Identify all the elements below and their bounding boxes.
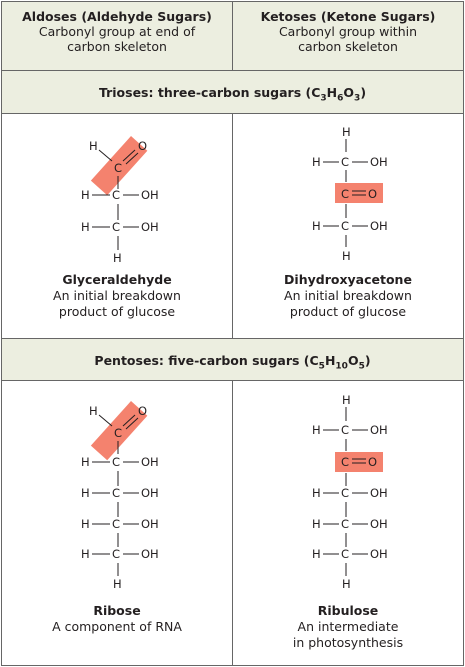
atom-c: C xyxy=(341,455,349,469)
aldoses-header: Aldoses (Aldehyde Sugars) Carbonyl group… xyxy=(1,1,233,71)
atom-c: C xyxy=(112,486,120,500)
trioses-band-label: Trioses: three-carbon sugars (C3H6O3) xyxy=(98,85,367,104)
ribulose-structure: H H C OH C O H C OH H C OH H xyxy=(312,393,388,591)
atom-oh: OH xyxy=(370,517,388,531)
atom-h: H xyxy=(312,486,321,500)
ketoses-subtitle: Carbonyl group within carbon skeleton xyxy=(278,24,418,54)
atom-c: C xyxy=(112,455,120,469)
ribose-cell: H C O H C OH H C OH H C OH H C xyxy=(1,380,233,666)
atom-o: O xyxy=(368,187,377,201)
atom-c: C xyxy=(112,547,120,561)
ribulose-cell: H H C OH C O H C OH H C OH H xyxy=(232,380,464,666)
atom-h: H xyxy=(89,139,98,153)
atom-c: C xyxy=(341,547,349,561)
ribose-name: Ribose xyxy=(93,603,141,618)
atom-h: H xyxy=(312,155,321,169)
carbonyl-highlight xyxy=(90,401,148,461)
atom-oh: OH xyxy=(370,155,388,169)
atom-h: H xyxy=(312,219,321,233)
atom-h: H xyxy=(81,547,90,561)
atom-oh: OH xyxy=(141,455,159,469)
atom-o: O xyxy=(368,455,377,469)
atom-h: H xyxy=(342,125,351,139)
atom-oh: OH xyxy=(370,486,388,500)
aldoses-subtitle: Carbonyl group at end of carbon skeleton xyxy=(38,24,196,54)
atom-h: H xyxy=(342,393,351,407)
ribulose-desc-1: An intermediate xyxy=(297,619,399,634)
atom-h: H xyxy=(312,517,321,531)
atom-c: C xyxy=(112,188,120,202)
aldoses-title: Aldoses (Aldehyde Sugars) xyxy=(22,9,212,24)
glyceraldehyde-desc-2: product of glucose xyxy=(58,304,176,319)
atom-c: C xyxy=(114,161,122,175)
dihydroxyacetone-label: Dihydroxyacetone An initial breakdown pr… xyxy=(233,272,463,320)
atom-h: H xyxy=(342,249,351,263)
atom-h: H xyxy=(89,404,98,418)
atom-h: H xyxy=(81,220,90,234)
atom-oh: OH xyxy=(370,219,388,233)
dihydroxyacetone-name: Dihydroxyacetone xyxy=(284,272,412,287)
atom-h: H xyxy=(81,455,90,469)
atom-c: C xyxy=(114,426,122,440)
atom-oh: OH xyxy=(141,517,159,531)
ribose-structure: H C O H C OH H C OH H C OH H C xyxy=(81,401,159,591)
atom-oh: OH xyxy=(141,547,159,561)
ribose-desc-1: A component of RNA xyxy=(52,619,182,634)
atom-h: H xyxy=(312,423,321,437)
dihydroxyacetone-desc-2: product of glucose xyxy=(289,304,407,319)
dihydroxyacetone-cell: H H C OH C O H C OH H Dihydroxyacetone A… xyxy=(232,113,464,339)
ribulose-name: Ribulose xyxy=(317,603,379,618)
atom-c: C xyxy=(341,219,349,233)
ketoses-title: Ketoses (Ketone Sugars) xyxy=(260,9,436,24)
glyceraldehyde-name: Glyceraldehyde xyxy=(62,272,172,287)
atom-oh: OH xyxy=(141,220,159,234)
atom-h: H xyxy=(113,251,122,264)
atom-oh: OH xyxy=(141,188,159,202)
atom-h: H xyxy=(81,486,90,500)
carbonyl-highlight xyxy=(335,452,383,472)
trioses-band: Trioses: three-carbon sugars (C3H6O3) xyxy=(1,70,464,114)
glyceraldehyde-label: Glyceraldehyde An initial breakdown prod… xyxy=(2,272,232,320)
atom-c: C xyxy=(341,486,349,500)
carbonyl-highlight xyxy=(90,136,148,196)
ribulose-desc-2: in photosynthesis xyxy=(292,635,404,650)
pentoses-band-label: Pentoses: five-carbon sugars (C5H10O5) xyxy=(94,353,371,372)
ketoses-header: Ketoses (Ketone Sugars) Carbonyl group w… xyxy=(232,1,464,71)
atom-c: C xyxy=(341,155,349,169)
atom-h: H xyxy=(81,188,90,202)
atom-oh: OH xyxy=(370,547,388,561)
glyceraldehyde-cell: H C O H C OH H C OH H Glyceraldehyde An … xyxy=(1,113,233,339)
atom-oh: OH xyxy=(370,423,388,437)
atom-o: O xyxy=(138,404,147,418)
atom-c: C xyxy=(112,517,120,531)
atom-c: C xyxy=(341,423,349,437)
atom-c: C xyxy=(341,517,349,531)
atom-h: H xyxy=(113,577,122,591)
atom-c: C xyxy=(341,187,349,201)
dihydroxyacetone-desc-1: An initial breakdown xyxy=(284,288,412,303)
glyceraldehyde-structure: H C O H C OH H C OH H xyxy=(81,136,159,264)
pentoses-band: Pentoses: five-carbon sugars (C5H10O5) xyxy=(1,338,464,381)
carbonyl-highlight xyxy=(335,183,383,203)
atom-oh: OH xyxy=(141,486,159,500)
atom-h: H xyxy=(312,547,321,561)
ribose-label: Ribose A component of RNA xyxy=(2,603,232,635)
dihydroxyacetone-structure: H H C OH C O H C OH H xyxy=(312,125,388,263)
atom-h: H xyxy=(81,517,90,531)
atom-h: H xyxy=(342,577,351,591)
ribulose-label: Ribulose An intermediate in photosynthes… xyxy=(233,603,463,651)
atom-o: O xyxy=(138,139,147,153)
atom-c: C xyxy=(112,220,120,234)
glyceraldehyde-desc-1: An initial breakdown xyxy=(53,288,181,303)
